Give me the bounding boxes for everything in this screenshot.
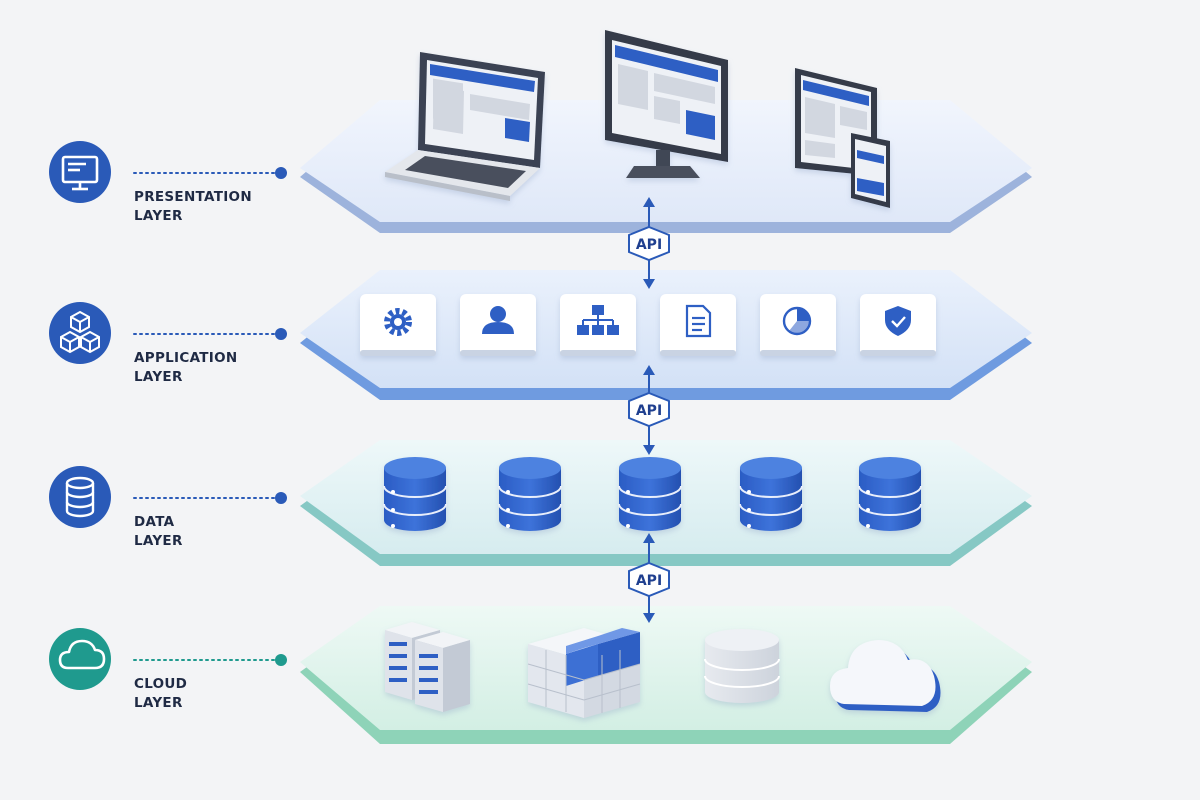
api-label: API (636, 573, 662, 589)
pie-chart-icon (782, 306, 812, 336)
gear-tile (360, 294, 436, 356)
database-icons (383, 457, 922, 531)
cloud-icon (830, 640, 941, 712)
shield-check-icon (885, 306, 911, 336)
application-badge (49, 302, 111, 364)
application-layer-label: APPLICATION LAYER (134, 349, 237, 387)
application-connector-dot (275, 328, 287, 340)
api-badge (628, 391, 670, 428)
document-tile (660, 294, 736, 356)
cloud-connector-dot (275, 654, 287, 666)
user-icon (482, 306, 514, 334)
cubes-icon (60, 310, 100, 354)
cloud-label-line1: CLOUD (134, 676, 188, 692)
application-label-line1: APPLICATION (134, 350, 238, 366)
shield-tile (860, 294, 936, 356)
api-label: API (636, 237, 662, 253)
presentation-connector-dot (275, 167, 287, 179)
data-connector-dot (275, 492, 287, 504)
database-icon (858, 457, 922, 531)
data-label-line2: LAYER (134, 533, 183, 549)
database-icon (739, 457, 803, 531)
gear-icon (384, 308, 412, 336)
api-connector-3: API (628, 533, 670, 623)
desktop-monitor-icon (605, 30, 728, 178)
cloud-icon (58, 639, 106, 670)
presentation-layer (300, 30, 1032, 233)
tablet-phone-icon (795, 68, 890, 208)
presentation-layer-label: PRESENTATION LAYER (134, 188, 252, 226)
presentation-badge (49, 141, 111, 203)
presentation-label-line2: LAYER (134, 208, 183, 224)
api-label: API (636, 403, 662, 419)
laptop-icon (385, 52, 545, 201)
application-label-line2: LAYER (134, 369, 183, 385)
application-layer (300, 270, 1032, 400)
cloud-layer-label: CLOUD LAYER (134, 675, 187, 713)
cloud-label-line2: LAYER (134, 695, 183, 711)
api-connector-2: API (628, 365, 670, 455)
server-rack-icon (385, 622, 470, 712)
database-icon (65, 476, 95, 518)
cloud-badge (49, 628, 111, 690)
user-tile (460, 294, 536, 356)
application-tiles (360, 294, 936, 356)
data-layer (300, 440, 1032, 566)
database-icon (498, 457, 562, 531)
hierarchy-icon (577, 305, 619, 335)
api-badge (628, 561, 670, 598)
pie-chart-tile (760, 294, 836, 356)
data-label-line1: DATA (134, 514, 175, 530)
database-icon (618, 457, 682, 531)
data-layer-label: DATA LAYER (134, 513, 183, 551)
api-badge (628, 225, 670, 262)
storage-cylinder-icon (704, 629, 780, 703)
hierarchy-tile (560, 294, 636, 356)
cloud-layer (300, 606, 1032, 744)
database-icon (383, 457, 447, 531)
presentation-label-line1: PRESENTATION (134, 189, 252, 205)
api-connector-1: API (628, 197, 670, 289)
storage-cubes-icon (527, 628, 641, 718)
data-badge (49, 466, 111, 528)
document-icon (685, 304, 712, 338)
monitor-icon (61, 155, 99, 191)
